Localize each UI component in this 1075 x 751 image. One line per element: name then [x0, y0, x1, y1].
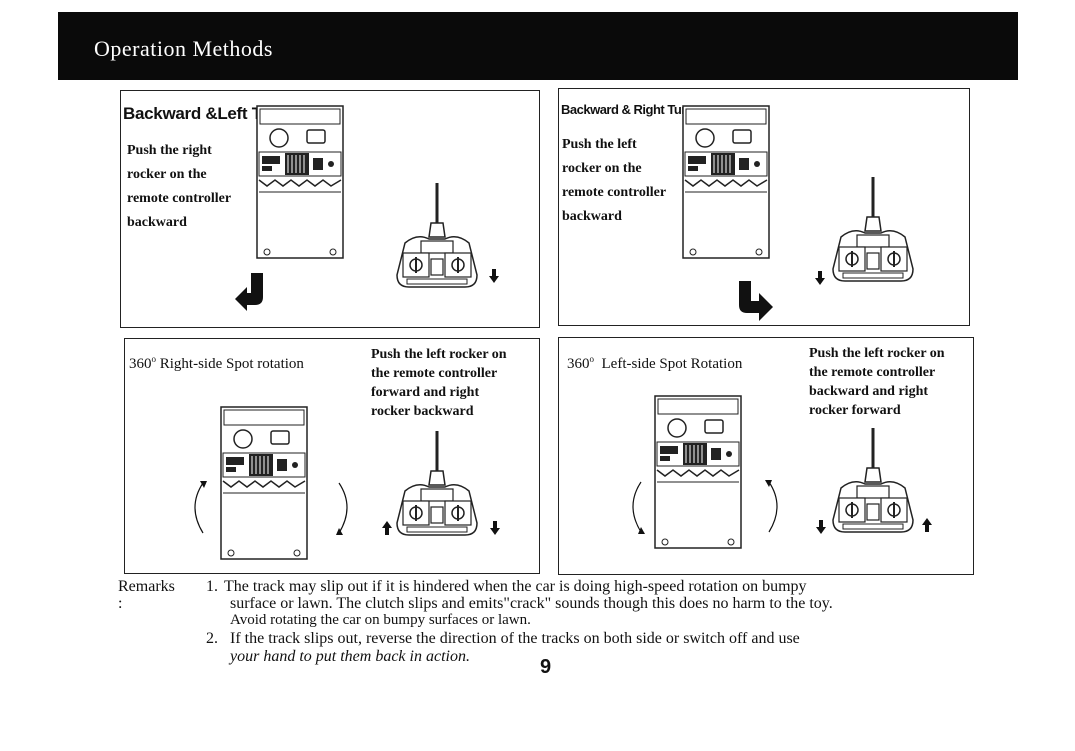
remark-line: surface or lawn. The clutch slips and em…: [230, 595, 833, 612]
degree-value: 360: [567, 356, 590, 372]
panel-backward-left-turn: Backward &Left Turn Push the right rocke…: [120, 90, 540, 328]
arrow-down-icon: [489, 269, 499, 283]
panel-title: Right-side Spot rotation: [159, 356, 304, 372]
instruction-line: backward: [562, 209, 622, 224]
panel-title: Left-side Spot Rotation: [601, 356, 743, 372]
tank-car-illustration: [220, 406, 308, 560]
panel-title-row: 360o Left-side Spot Rotation: [567, 354, 742, 373]
page-title: Operation Methods: [94, 36, 273, 61]
instruction-line: rocker backward: [371, 404, 474, 419]
rotate-arc-left-icon: [194, 481, 207, 534]
panel-title-row: 360o Right-side Spot rotation: [129, 354, 304, 373]
instruction-line: Push the left: [562, 137, 637, 152]
instruction-line: the remote controller: [371, 366, 498, 381]
instruction-line: remote controller: [562, 185, 667, 200]
panel-title: Backward & Right Turn: [561, 102, 694, 117]
rotate-arc-right-icon: [336, 482, 348, 535]
remote-controller-illustration: [395, 429, 479, 537]
arrow-down-icon: [816, 520, 826, 534]
tank-car-illustration: [256, 105, 344, 259]
remote-controller-illustration: [395, 181, 479, 289]
panel-instructions: Push the left rocker on the remote contr…: [371, 345, 507, 421]
instruction-line: forward and right: [371, 385, 480, 400]
backward-right-turn-arrow-icon: [739, 281, 773, 321]
instruction-line: rocker on the: [562, 161, 642, 176]
instruction-line: the remote controller: [809, 365, 936, 380]
panel-instructions: Push the left rocker on the remote contr…: [809, 344, 945, 420]
tank-car-illustration: [682, 105, 770, 259]
page-number: 9: [540, 656, 552, 678]
instruction-line: Push the left rocker on: [809, 346, 945, 361]
remote-controller-illustration: [831, 426, 915, 534]
rotate-arc-left-icon: [632, 481, 645, 534]
instruction-line: backward and right: [809, 384, 929, 399]
panel-backward-right-turn: Backward & Right Turn Push the left rock…: [558, 88, 970, 326]
instruction-line: remote controller: [127, 191, 232, 206]
remark-line: your hand to put them back in action.: [230, 648, 470, 665]
page-header: Operation Methods: [58, 12, 1018, 80]
arrow-down-icon: [815, 271, 825, 285]
instruction-line: Push the left rocker on: [371, 347, 507, 362]
tank-car-illustration: [654, 395, 742, 549]
arrow-up-icon: [382, 521, 392, 535]
instruction-line: Push the right: [127, 143, 212, 158]
panel-instructions: Push the left rocker on the remote contr…: [562, 133, 666, 229]
remark-number: 1.: [206, 578, 218, 595]
arrow-up-icon: [922, 518, 932, 532]
degree-mark: o: [151, 354, 157, 364]
remark-line: If the track slips out, reverse the dire…: [230, 630, 800, 647]
arrow-down-icon: [490, 521, 500, 535]
backward-left-turn-arrow-icon: [235, 273, 263, 311]
remark-line: The track may slip out if it is hindered…: [224, 578, 807, 595]
degree-mark: o: [589, 354, 595, 364]
instruction-line: rocker forward: [809, 403, 901, 418]
instruction-line: backward: [127, 215, 187, 230]
remote-controller-illustration: [831, 175, 915, 283]
panel-left-side-spot-rotation: 360o Left-side Spot Rotation Push the le…: [558, 337, 974, 575]
panel-right-side-spot-rotation: 360o Right-side Spot rotation Push the l…: [124, 338, 540, 574]
panel-title: Backward &Left Turn: [123, 104, 288, 123]
instruction-line: rocker on the: [127, 167, 207, 182]
panel-instructions: Push the right rocker on the remote cont…: [127, 139, 231, 235]
remarks-label: Remarks :: [118, 578, 175, 612]
remark-number: 2.: [206, 630, 218, 647]
rotate-arc-right-icon: [765, 480, 778, 533]
degree-value: 360: [129, 356, 152, 372]
remark-line: Avoid rotating the car on bumpy surfaces…: [230, 612, 531, 628]
